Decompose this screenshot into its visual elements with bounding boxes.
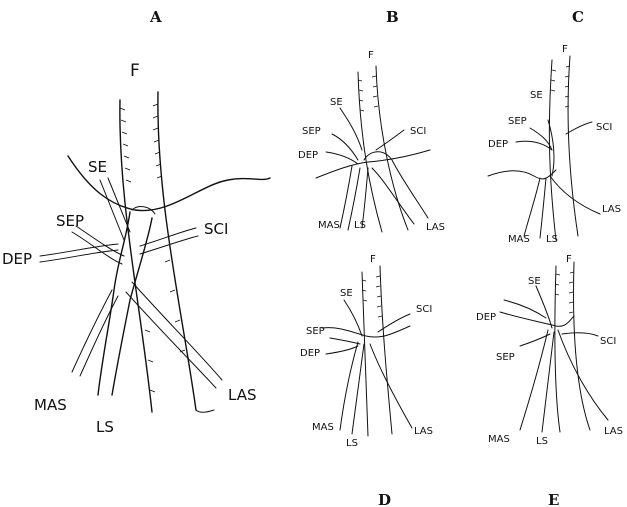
panel-a: A F SE SEP SCI DEP MAS LS LAS	[2, 8, 270, 436]
label-sep: SEP	[302, 126, 321, 137]
label-sep: SEP	[508, 116, 527, 127]
label-mas: MAS	[508, 234, 530, 245]
label-sci: SCI	[410, 126, 426, 137]
panel-label-e: E	[548, 491, 559, 507]
panel-label-c: C	[572, 8, 584, 26]
label-ls: LS	[346, 438, 358, 449]
femoral-vein-right-wall	[574, 262, 590, 430]
sep-vein	[330, 338, 360, 344]
femoral-vein-right-wall	[380, 266, 392, 434]
dep-vein	[326, 346, 358, 354]
panel-b: B F SE SEP SCI DEP MAS LS LAS	[298, 8, 445, 233]
label-dep: DEP	[300, 348, 320, 359]
label-las: LAS	[426, 222, 445, 233]
label-mas: MAS	[312, 422, 334, 433]
panel-label-d: D	[378, 491, 391, 507]
label-ls: LS	[354, 220, 366, 231]
label-ls: LS	[96, 418, 114, 436]
label-f: F	[566, 254, 572, 265]
label-dep: DEP	[476, 312, 496, 323]
panel-d: D F SE SEP SCI DEP MAS LS LAS	[300, 254, 433, 507]
label-sep: SEP	[56, 212, 84, 230]
label-sci: SCI	[204, 220, 228, 238]
se-vein-b	[108, 178, 130, 232]
ls-vein	[540, 178, 546, 238]
mas-vein-a	[72, 290, 112, 372]
mas-vein	[524, 178, 540, 236]
femoral-vein-hatching	[555, 272, 574, 313]
ls-vein	[362, 168, 368, 228]
femoral-vein-right-wall	[376, 66, 408, 230]
mas-vein	[340, 342, 358, 430]
label-sep: SEP	[496, 352, 515, 363]
label-f: F	[130, 61, 140, 81]
se-vein	[340, 108, 362, 150]
inguinal-ligament	[500, 312, 574, 326]
sci-vein	[566, 122, 592, 134]
sep-vein-a	[72, 232, 122, 264]
label-f: F	[370, 254, 376, 265]
label-mas: MAS	[318, 220, 340, 231]
dep-vein-b	[40, 250, 118, 262]
sep-vein-b	[76, 226, 124, 256]
label-se: SE	[330, 97, 343, 108]
label-dep: DEP	[488, 139, 508, 150]
sep-vein	[530, 128, 552, 150]
label-se: SE	[340, 288, 353, 299]
label-se: SE	[528, 276, 541, 287]
label-las: LAS	[228, 386, 256, 404]
label-dep: DEP	[298, 150, 318, 161]
sci-vein	[562, 333, 598, 336]
inguinal-ligament	[322, 326, 410, 337]
las-vein-a	[132, 282, 222, 380]
mas-vein-b	[80, 296, 118, 376]
label-mas: MAS	[488, 434, 510, 445]
panel-c: C F SE SEP SCI DEP MAS LS LAS	[488, 8, 621, 245]
label-ls: LS	[536, 436, 548, 447]
label-las: LAS	[604, 426, 623, 437]
panel-label-b: B	[386, 8, 399, 26]
dep-vein	[326, 152, 358, 164]
panel-e: E F SE SEP SCI DEP MAS LS LAS	[476, 254, 623, 507]
femoral-vein-left-wall	[549, 60, 556, 240]
label-f: F	[562, 44, 568, 55]
femoral-vein-right-wall	[568, 56, 578, 236]
label-las: LAS	[414, 426, 433, 437]
label-mas: MAS	[34, 396, 67, 414]
label-sci: SCI	[600, 336, 616, 347]
label-las: LAS	[602, 204, 621, 215]
dep-vein	[516, 141, 552, 150]
panel-label-a: A	[149, 8, 162, 26]
sep-vein	[332, 134, 358, 160]
femoral-vein-end	[196, 410, 214, 412]
femoral-vein-left-wall	[555, 266, 560, 432]
inguinal-ligament	[316, 150, 430, 178]
label-sep: SEP	[306, 326, 325, 337]
femoral-vein-hatching	[358, 76, 378, 111]
label-se: SE	[530, 90, 543, 101]
dep-vein-a	[40, 244, 118, 256]
sci-vein	[376, 130, 404, 150]
las-vein	[372, 168, 414, 224]
femoral-vein-left-wall	[120, 100, 152, 412]
label-sci: SCI	[416, 304, 432, 315]
label-f: F	[368, 50, 374, 61]
femoral-vein-right-wall	[158, 92, 196, 410]
las-vein-b	[126, 292, 216, 388]
femoral-vein-hatching	[362, 276, 382, 317]
las-vein	[550, 176, 600, 214]
femoral-vein-hatching	[551, 66, 570, 107]
label-dep: DEP	[2, 250, 32, 268]
las-vein	[370, 344, 412, 428]
label-se: SE	[88, 158, 107, 176]
label-sci: SCI	[596, 122, 612, 133]
label-ls: LS	[546, 234, 558, 245]
